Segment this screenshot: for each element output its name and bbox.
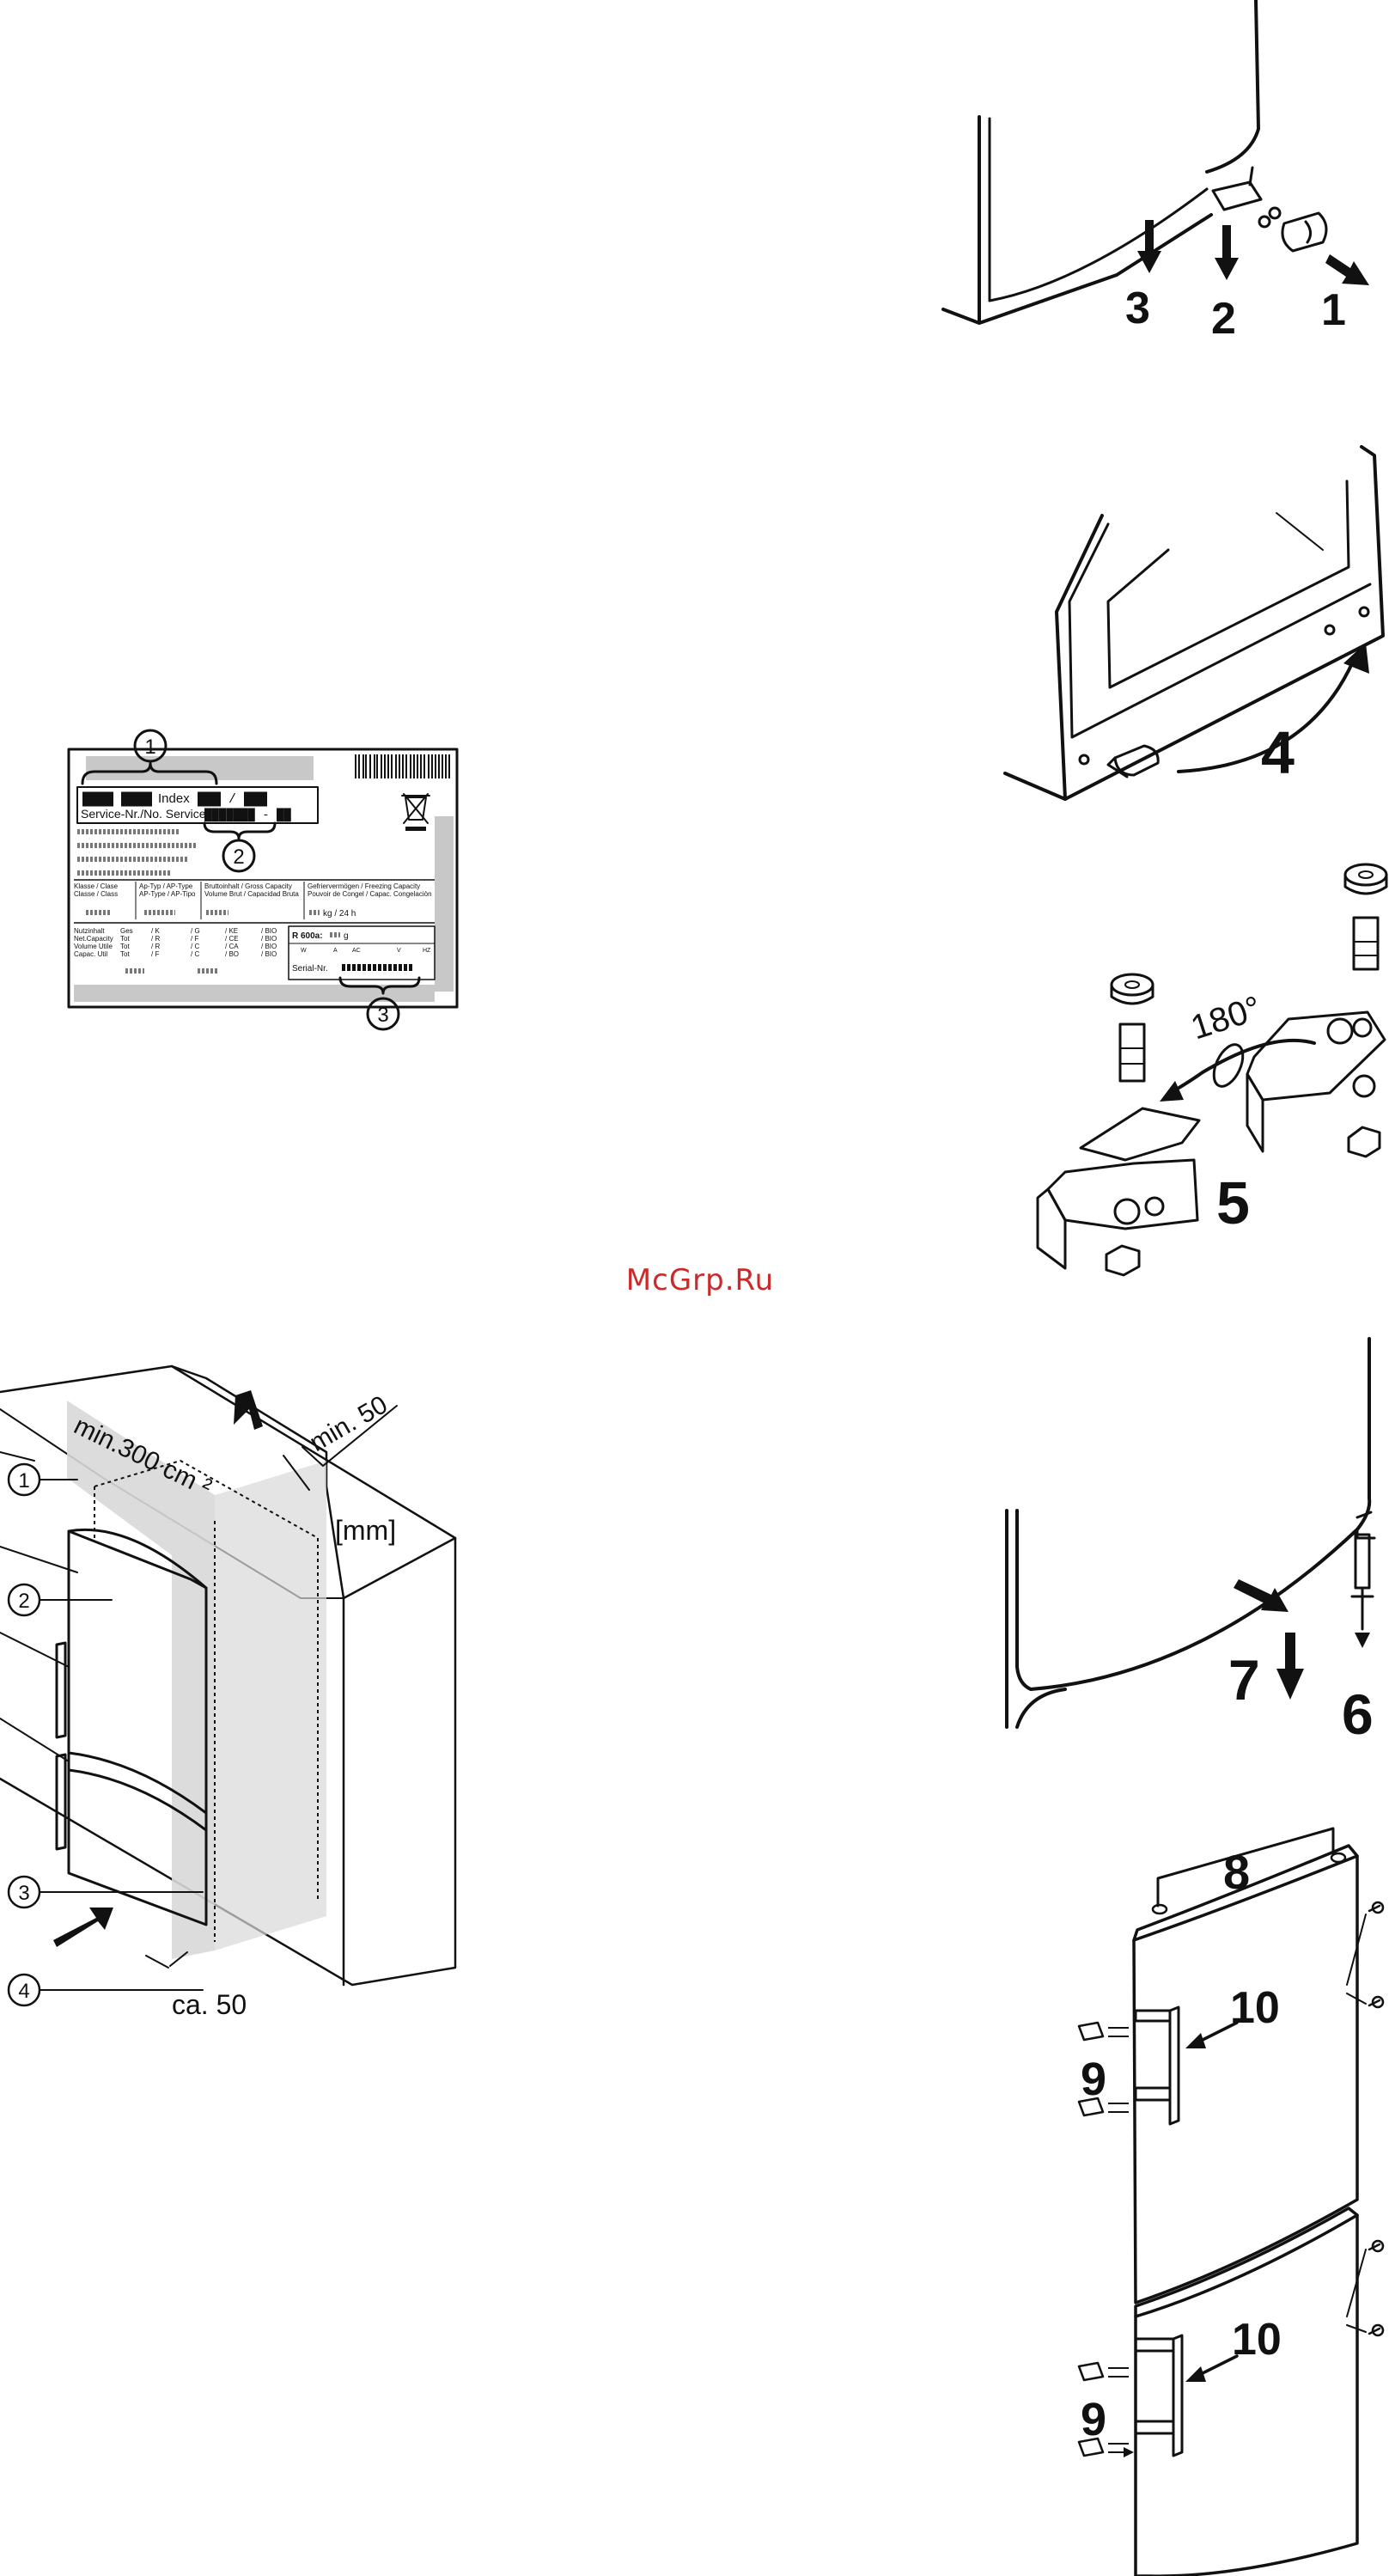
figure-handle-swap: 8 10 10 [1077, 1827, 1385, 2576]
svg-text:/ R: / R [151, 943, 160, 950]
step-9-upper-label: 9 [1081, 2054, 1106, 2105]
step-7-label: 7 [1228, 1648, 1260, 1712]
svg-text:3: 3 [18, 1882, 29, 1905]
svg-text:/ KE: / KE [225, 927, 238, 935]
index-value: ███ / ███ [198, 791, 267, 807]
plate-side-bar [435, 816, 454, 992]
svg-text:Tot: Tot [120, 935, 130, 943]
svg-text:/ G: / G [191, 927, 200, 935]
figure-swap-hinge: 180° 5 [1036, 863, 1388, 1277]
step-1-label: 1 [1321, 285, 1346, 335]
barcode [355, 754, 450, 778]
col4-header-line1: Gefriervermögen / Freezing Capacity [308, 882, 420, 890]
svg-text:/ BIO: / BIO [261, 950, 277, 958]
kg-per-24h-label: kg / 24 h [323, 909, 356, 919]
svg-text:HZ: HZ [423, 948, 431, 954]
col1-header-line1: Klasse / Clase [74, 882, 119, 890]
svg-text:/ BIO: / BIO [261, 927, 277, 935]
svg-text:/ K: / K [151, 927, 160, 935]
svg-text:AC: AC [352, 948, 361, 954]
service-value: ███████ - ██ [204, 808, 291, 822]
unit-label: [mm] [335, 1515, 396, 1546]
svg-text:/ BO: / BO [225, 950, 239, 958]
svg-text:/ BIO: / BIO [261, 943, 277, 950]
svg-text:/ F: / F [191, 935, 198, 943]
step-3-label: 3 [1125, 284, 1150, 333]
plate-callout-2-text: 2 [233, 845, 244, 869]
svg-text:/ C: / C [191, 943, 199, 950]
rotation-angle-label: 180° [1186, 989, 1265, 1047]
step-6-label: 6 [1342, 1682, 1374, 1746]
rating-plate-frame [67, 748, 459, 1009]
plate-footer-bar [74, 985, 435, 1002]
svg-text:V: V [397, 948, 401, 954]
step-10-upper-label: 10 [1230, 1983, 1280, 2033]
col2-header-line2: AP-Type / AP-Tipo [139, 890, 196, 898]
plate-callout-1 [133, 729, 168, 763]
watermark-text: McGrp.Ru [625, 1263, 775, 1297]
step-4-label: 4 [1261, 719, 1295, 786]
svg-text:/ C: / C [191, 950, 199, 958]
rating-plate-figure: 1 ████ ████ Index ███ / ███ Service-Nr./… [67, 729, 459, 1031]
cover-caps [1077, 2021, 1129, 2456]
figure-remove-door: 7 6 [1005, 1337, 1376, 1746]
svg-text:1: 1 [18, 1469, 29, 1492]
svg-text:2: 2 [18, 1590, 29, 1613]
svg-text:Net.Capacity: Net.Capacity [74, 935, 113, 943]
step-5-label: 5 [1216, 1169, 1250, 1236]
step-9-lower-label: 9 [1081, 2394, 1106, 2445]
svg-text:A: A [333, 948, 338, 954]
plate-callout-3 [366, 997, 400, 1031]
step-2-label: 2 [1211, 294, 1236, 344]
figure-move-cover-plug: 4 [1003, 445, 1385, 801]
plate-callout-3-text: 3 [377, 1004, 388, 1027]
top-gap-label: min. 50 [305, 1390, 393, 1457]
index-label: Index [158, 791, 190, 806]
svg-text:/ R: / R [151, 935, 160, 943]
side-gap-label: ca. 50 [172, 1989, 247, 2020]
plate-callout-1-text: 1 [144, 736, 155, 759]
col4-header-line2: Pouvoir de Congel / Capac. Congelaciòn [308, 890, 432, 898]
niche-callouts: 1 2 3 4 [7, 1462, 204, 2007]
col2-header-line1: Ap-Typ / AP-Type [139, 882, 193, 890]
model-value: ████ ████ [82, 791, 152, 807]
svg-text:4: 4 [18, 1980, 29, 2003]
serial-label: Serial-Nr. [292, 964, 328, 974]
refrigerant-unit: g [344, 931, 349, 941]
refrigerant-label: R 600a: [292, 931, 323, 941]
col3-header-line1: Bruttoinhalt / Gross Capacity [204, 882, 292, 890]
svg-text:Tot: Tot [120, 950, 130, 958]
plate-callout-2 [222, 839, 256, 873]
figure-remove-hinge-cover: 3 2 1 [941, 0, 1369, 344]
step-10-lower-label: 10 [1232, 2315, 1282, 2365]
svg-text:/ CA: / CA [225, 943, 239, 950]
svg-text:Nutzinhalt: Nutzinhalt [74, 927, 105, 935]
svg-text:/ BIO: / BIO [261, 935, 277, 943]
net-capacity-table: Nutzinhalt Net.Capacity Volume Utile Cap… [74, 927, 277, 958]
svg-text:Ges: Ges [120, 927, 133, 935]
weee-bin-icon [401, 793, 430, 831]
col1-header-line2: Classe / Class [74, 890, 118, 898]
svg-text:W: W [301, 948, 307, 954]
service-label: Service-Nr./No. Service: [81, 807, 209, 821]
svg-text:/ CE: / CE [225, 935, 239, 943]
svg-text:Tot: Tot [120, 943, 130, 950]
col3-header-line2: Volume Brut / Capacidad Bruta [204, 890, 299, 898]
figure-installation-niche: min. 50 min.300 cm ² [mm] ca. 50 1 2 3 4 [0, 1364, 457, 2020]
door-screws [1346, 1901, 1385, 2337]
svg-text:/ F: / F [151, 950, 159, 958]
svg-text:Capac. Util: Capac. Util [74, 950, 107, 958]
svg-text:Volume Utile: Volume Utile [74, 943, 113, 950]
plate-header-bar [86, 756, 314, 780]
